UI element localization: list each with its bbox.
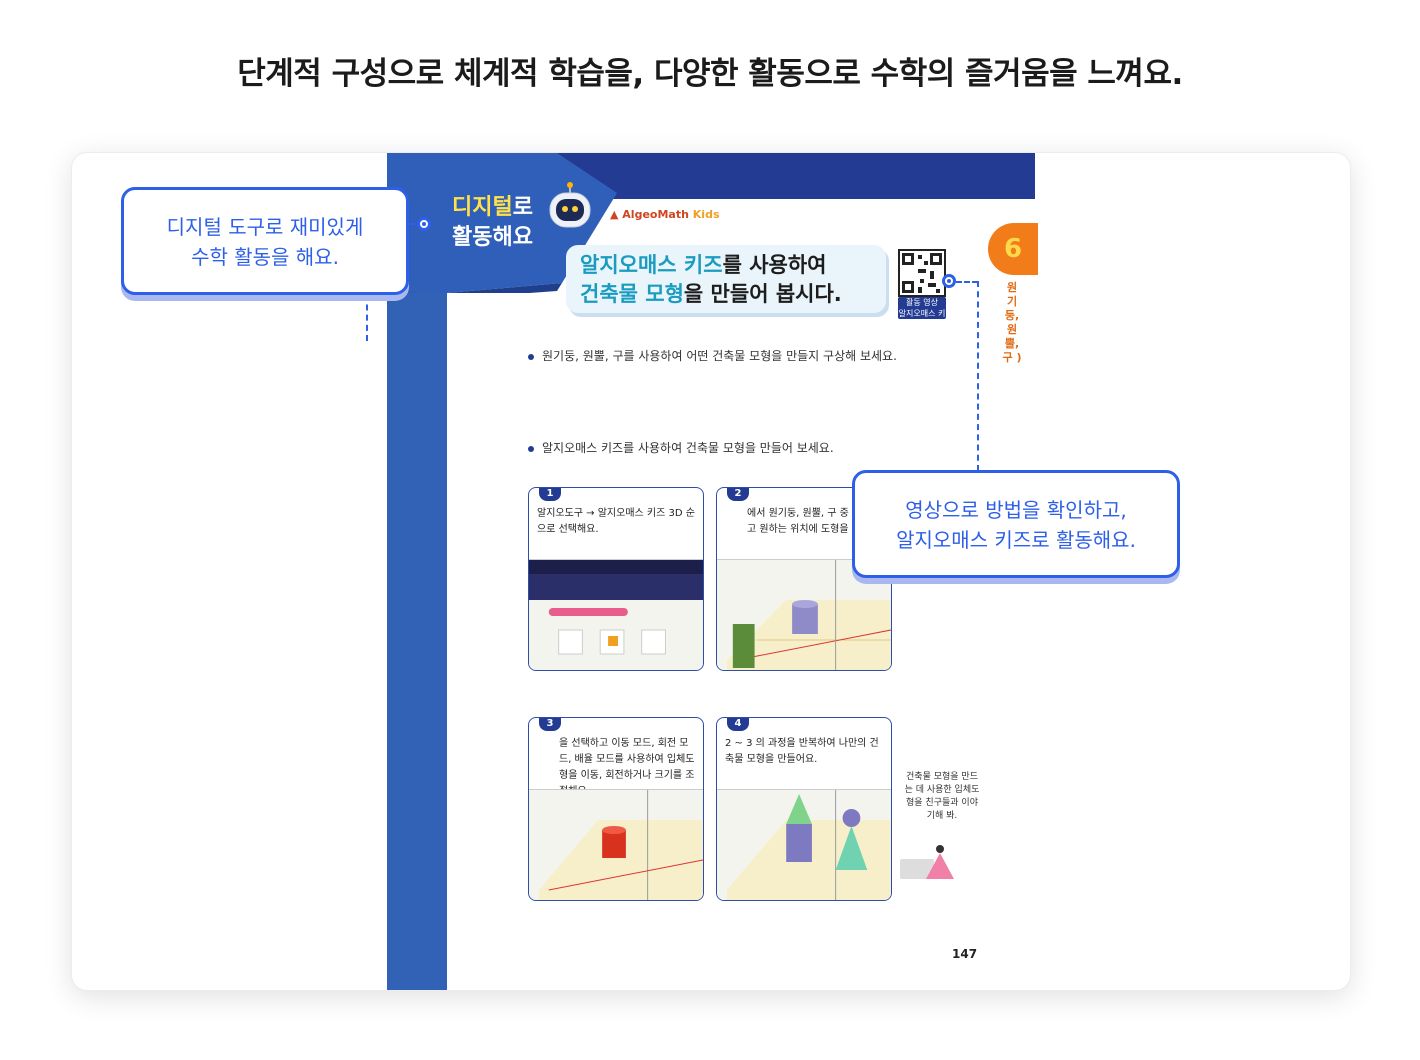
preview-card: 디지털로 활동해요 ▲ AlgeoMath Kids 알지오매스 키즈를 사용하… xyxy=(71,152,1351,991)
step-panel-2: 2 에서 원기둥, 원뿔, 구 중 선택하고 원하는 위치에 도형을 놓아요. xyxy=(716,487,892,671)
banner-shape xyxy=(387,153,617,293)
callout-digital-tool: 디지털 도구로 재미있게 수학 활동을 해요. xyxy=(121,187,409,295)
headline: 단계적 구성으로 체계적 학습을, 다양한 활동으로 수학의 즐거움을 느껴요. xyxy=(237,56,1183,92)
connector-right-dot xyxy=(942,274,956,288)
callout-video: 영상으로 방법을 확인하고, 알지오매스 키즈로 활동해요. xyxy=(852,470,1180,578)
activity-title: 알지오매스 키즈를 사용하여 건축물 모형을 만들어 봅시다. xyxy=(566,245,886,313)
page-number: 147 xyxy=(952,947,978,961)
connector-right-horizontal xyxy=(956,281,978,283)
instruction-bullet-2: 알지오매스 키즈를 사용하여 건축물 모형을 만들어 보세요. xyxy=(528,439,834,456)
step-panel-1: 1 알지오도구 → 알지오매스 키즈 3D 순으로 선택해요. xyxy=(528,487,704,671)
3d-scene-building xyxy=(717,789,891,900)
connector-right-vertical xyxy=(977,281,979,471)
character-illustration xyxy=(900,845,954,879)
3d-scene-red-cylinder xyxy=(529,789,703,900)
banner-title: 디지털로 활동해요 xyxy=(452,195,533,250)
qr-video-tag[interactable]: 활동 영상 알지오매스 키즈 xyxy=(898,297,946,329)
qr-code-icon xyxy=(898,249,946,297)
robot-icon xyxy=(549,182,591,228)
chapter-name: 원기둥, 원뿔, 구 ) xyxy=(1002,281,1022,364)
algeomath-logo: ▲ AlgeoMath Kids xyxy=(610,208,720,221)
side-note: 건축물 모형을 만드는 데 사용한 입체도형을 친구들과 이야기해 봐. xyxy=(904,772,980,821)
connector-left-dot xyxy=(417,217,431,231)
instruction-bullet-1: 원기둥, 원뿔, 구를 사용하여 어떤 건축물 모형을 만들지 구상해 보세요. xyxy=(528,347,897,364)
chapter-number-badge: 6 xyxy=(988,223,1038,275)
step-panel-3: 3 을 선택하고 이동 모드, 회전 모드, 배율 모드를 사용하여 입체도형을… xyxy=(528,717,704,901)
website-screenshot xyxy=(529,559,703,670)
step-panel-4: 4 2 ~ 3 의 과정을 반복하여 나만의 건축물 모형을 만들어요. xyxy=(716,717,892,901)
3d-scene-cylinder xyxy=(717,559,891,670)
